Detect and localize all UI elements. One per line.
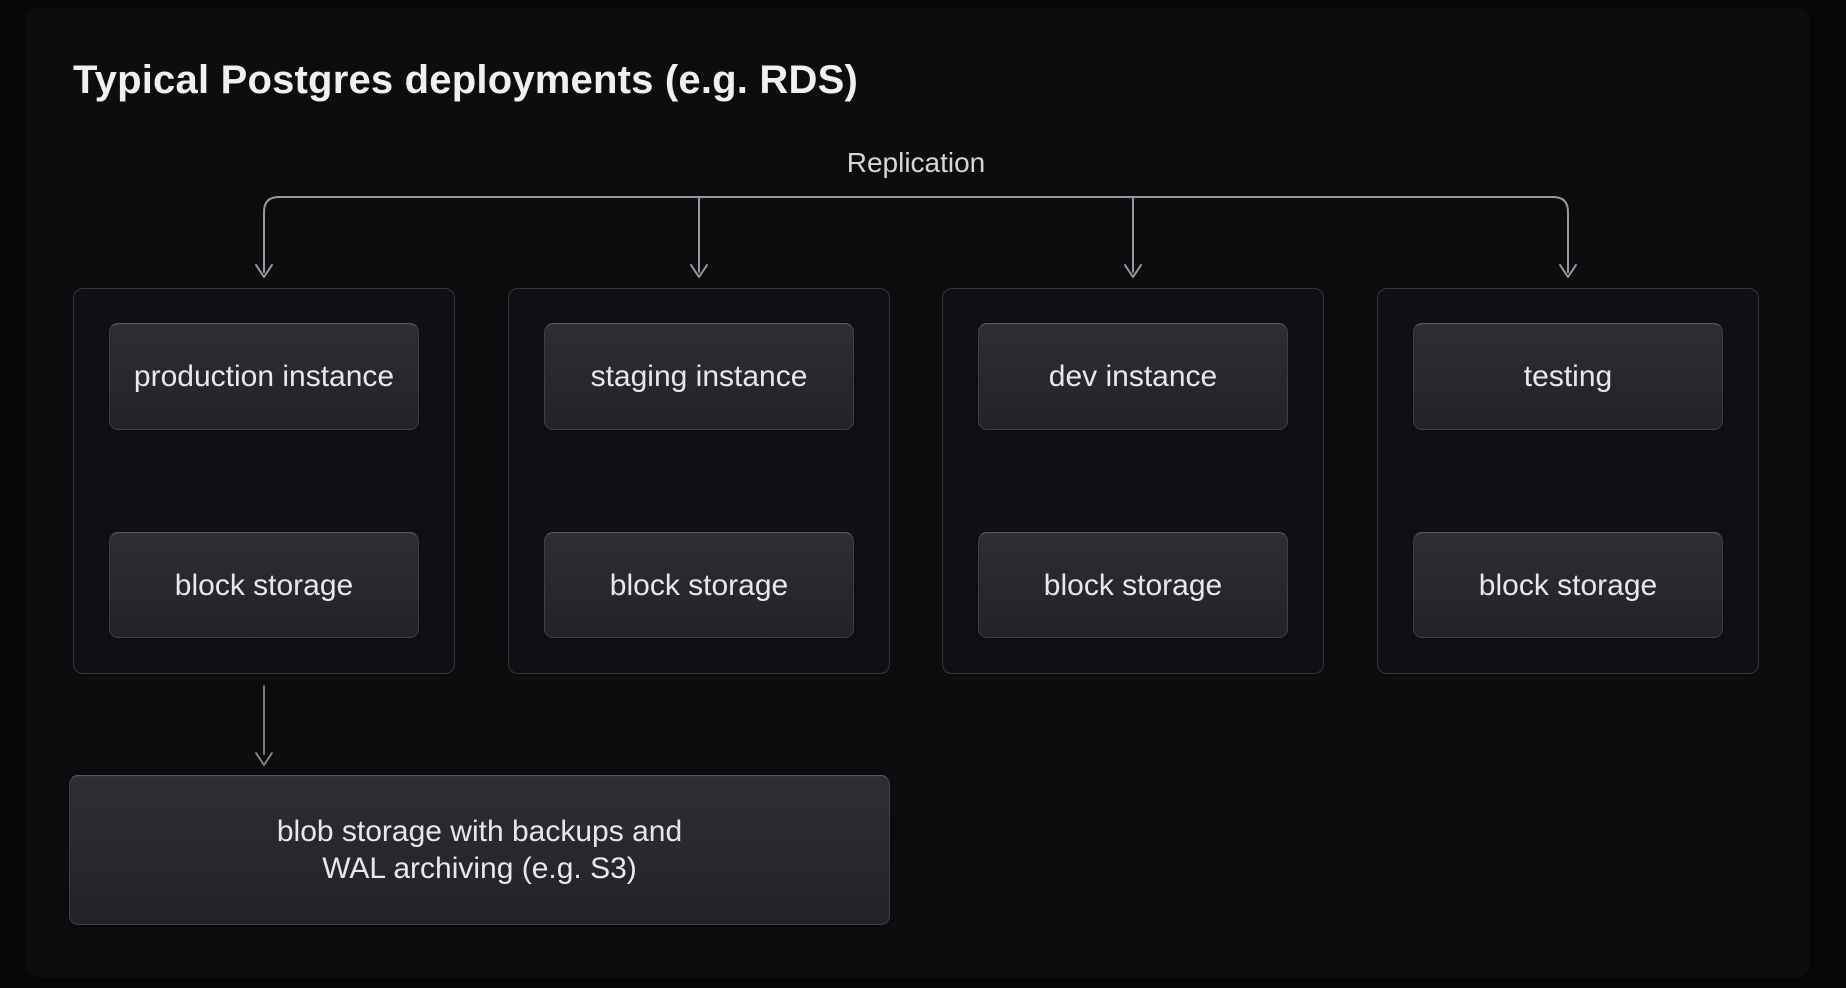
instance-label: production instance	[133, 360, 395, 393]
block-storage-label: block storage	[609, 568, 789, 602]
block-storage-box: block storage	[1413, 532, 1723, 638]
block-storage-box: block storage	[544, 532, 854, 638]
instance-box: dev instance	[978, 323, 1288, 430]
block-storage-label: block storage	[1478, 568, 1658, 602]
instance-label: dev instance	[1048, 360, 1218, 393]
instance-label: testing	[1523, 360, 1613, 393]
deployment-group-dev: dev instance block storage	[942, 288, 1324, 674]
blob-storage-label-line2: WAL archiving (e.g. S3)	[322, 852, 637, 885]
block-storage-box: block storage	[109, 532, 419, 638]
replication-label: Replication	[846, 147, 986, 178]
block-storage-label: block storage	[174, 568, 354, 602]
block-storage-box: block storage	[978, 532, 1288, 638]
blob-storage-box: blob storage with backups and WAL archiv…	[69, 775, 890, 925]
blob-storage-label-line1: blob storage with backups and	[276, 815, 683, 848]
deployment-group-testing: testing block storage	[1377, 288, 1759, 674]
deployment-group-production: production instance block storage	[73, 288, 455, 674]
instance-box: staging instance	[544, 323, 854, 430]
page-title: Typical Postgres deployments (e.g. RDS)	[73, 58, 859, 102]
instance-box: testing	[1413, 323, 1723, 430]
deployment-group-staging: staging instance block storage	[508, 288, 890, 674]
instance-box: production instance	[109, 323, 419, 430]
block-storage-label: block storage	[1043, 568, 1223, 602]
instance-label: staging instance	[590, 360, 808, 393]
